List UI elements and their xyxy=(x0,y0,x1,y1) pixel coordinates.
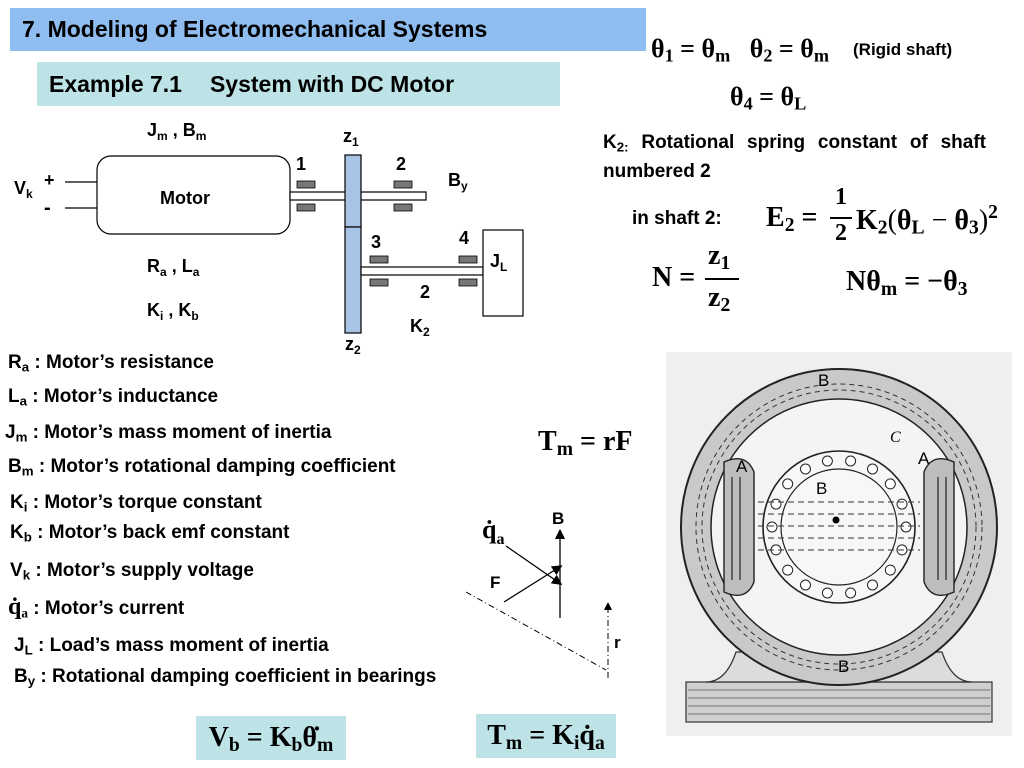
label-c: C xyxy=(890,429,901,446)
current-arrow xyxy=(505,545,563,585)
definition-kb: Kb : Motor’s back emf constant xyxy=(10,522,290,545)
jm-bm-label: Jm , Bm xyxy=(147,120,206,143)
pole-windings xyxy=(731,477,947,580)
label-b-center: B xyxy=(816,479,827,498)
rotor-slot xyxy=(800,463,811,475)
bearing-2-bottom xyxy=(393,203,413,212)
n-theta-equation: Nθm = −θ3 xyxy=(846,266,968,300)
example-heading: Example 7.1 System with DC Motor xyxy=(37,62,560,106)
gear-z1 xyxy=(344,154,362,228)
ra-la-label: Ra , La xyxy=(147,256,200,279)
gear-z2 xyxy=(344,226,362,334)
rotor-slot xyxy=(821,587,833,599)
definition-ki: Ki : Motor’s torque constant xyxy=(10,492,262,515)
motor-torque-equation: Tm = Kiq̇a xyxy=(476,714,616,758)
theta-equation-row2: θ4 = θL xyxy=(730,82,807,114)
definition-bm: Bm : Motor’s rotational damping coeffici… xyxy=(8,456,396,479)
lever-centerline xyxy=(465,591,607,671)
motor-base xyxy=(685,681,993,723)
k2-label: K2 xyxy=(410,316,430,339)
bearing-4-bottom xyxy=(458,278,478,287)
rotor-slot xyxy=(884,564,896,576)
rotor-slot xyxy=(867,579,878,591)
rotor-core xyxy=(780,468,898,586)
bearing-4-top xyxy=(458,255,478,264)
back-emf-equation: Vb = Kbθ̇m xyxy=(196,716,346,760)
definition-la: La : Motor’s inductance xyxy=(8,386,219,409)
shaft-2-label: 2 xyxy=(420,282,430,302)
rotor-slot xyxy=(782,564,794,576)
bearing-3-label: 3 xyxy=(371,232,381,252)
label-b-bottom: B xyxy=(838,657,849,676)
rotor-slot xyxy=(800,579,811,591)
rotor-slot xyxy=(782,478,794,490)
rotor-slot xyxy=(845,455,857,467)
pole-left xyxy=(723,458,755,596)
bearing-3-bottom xyxy=(369,278,389,287)
definition-jm: Jm : Motor’s mass moment of inertia xyxy=(5,422,332,445)
theta-equations-row1: θ1 = θm θ2 = θm xyxy=(651,34,829,66)
z1-label: z1 xyxy=(343,126,359,149)
motor-label: Motor xyxy=(160,188,210,208)
definition-jl: JL : Load’s mass moment of inertia xyxy=(14,635,329,658)
definition-vk: Vk : Motor’s supply voltage xyxy=(10,560,254,583)
flux-path-inner xyxy=(701,389,977,665)
motor-gear-schematic: Motor + - Vk Jm , Bm Ra , La Ki , Kb z1 … xyxy=(14,120,524,357)
bearing-3-top xyxy=(369,255,389,264)
base-hatching xyxy=(688,689,990,715)
rotor-slot xyxy=(821,455,833,467)
label-a-right: A xyxy=(918,449,930,468)
ki-kb-label: Ki , Kb xyxy=(147,300,199,323)
rotor-center xyxy=(832,516,840,524)
rotor-slot xyxy=(884,478,896,490)
by-label: By xyxy=(448,170,468,193)
qdot-symbol: q̇a xyxy=(482,515,504,548)
plus-sign: + xyxy=(44,170,55,190)
k2-description: K2: Rotational spring constant of shaft … xyxy=(603,132,986,183)
example-number: Example 7.1 xyxy=(49,71,182,97)
minus-sign: - xyxy=(44,197,51,219)
in-shaft-2-label: in shaft 2: xyxy=(632,208,722,229)
rotor-slot xyxy=(770,498,782,510)
field-lines xyxy=(758,501,920,551)
motor-cross-section-image: B B B A A C xyxy=(666,352,1012,736)
r-label: r xyxy=(614,633,621,652)
bearing-1-label: 1 xyxy=(296,154,306,174)
gear-ratio-equation: N = z1 z2 xyxy=(652,240,752,320)
bearing-1-top xyxy=(296,180,316,189)
label-a-left: A xyxy=(736,457,748,476)
load-box xyxy=(482,229,524,317)
label-b-top: B xyxy=(818,371,829,390)
definition-ra: Ra : Motor’s resistance xyxy=(8,352,214,375)
flux-path-outer xyxy=(695,383,983,671)
force-arrow xyxy=(503,565,563,603)
torque-equation: Tm = rF xyxy=(538,426,633,460)
b-label: B xyxy=(552,509,564,528)
definition-by: By : Rotational damping coefficient in b… xyxy=(14,666,437,689)
rotor-slot xyxy=(867,463,878,475)
bearing-2-label: 2 xyxy=(396,154,406,174)
bearing-2-top xyxy=(393,180,413,189)
definition-qa: q̇a : Motor’s current xyxy=(8,594,185,621)
bearing-4-label: 4 xyxy=(459,228,469,248)
jl-label: JL xyxy=(490,251,507,274)
example-title: System with DC Motor xyxy=(209,71,455,97)
page-title: 7. Modeling of Electromechanical Systems xyxy=(10,8,646,51)
rigid-shaft-note: (Rigid shaft) xyxy=(853,40,953,59)
rotor-slot xyxy=(766,521,778,533)
force-diagram: q̇a B F r xyxy=(465,509,621,678)
rotor-slot xyxy=(845,587,857,599)
bearing-1-bottom xyxy=(296,203,316,212)
f-label: F xyxy=(490,573,500,592)
rotor-slot xyxy=(896,498,908,510)
z2-label: z2 xyxy=(345,334,361,357)
rotor-slot xyxy=(900,521,912,533)
pole-right xyxy=(923,458,955,596)
load-shaft xyxy=(360,266,484,276)
vk-label: Vk xyxy=(14,178,33,201)
